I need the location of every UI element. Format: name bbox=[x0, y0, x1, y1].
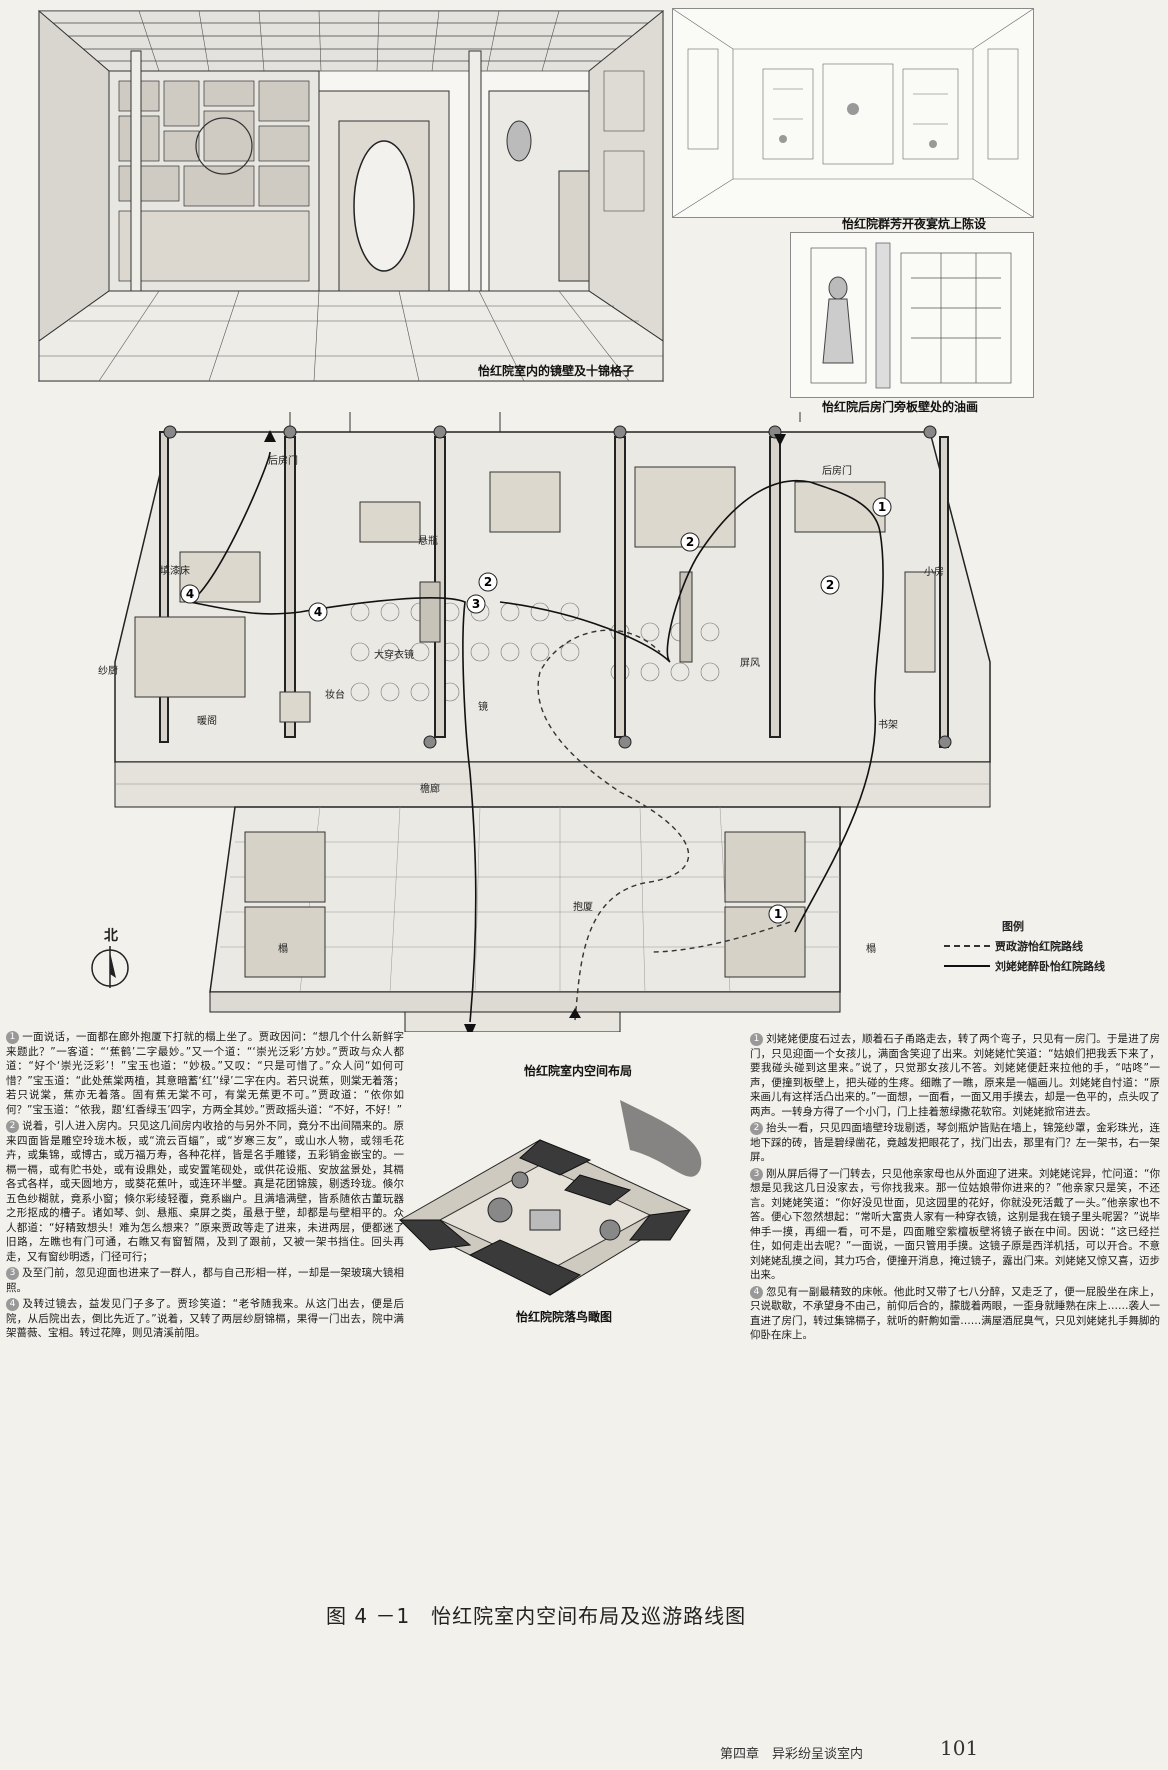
left-marker-2: 2 bbox=[6, 1120, 19, 1133]
label-small-room: 小房 bbox=[924, 567, 944, 578]
legend-title: 图例 bbox=[1002, 920, 1024, 933]
left-marker-3: 3 bbox=[6, 1267, 19, 1280]
label-vestibule: 抱厦 bbox=[573, 902, 593, 913]
label-vase: 悬瓶 bbox=[418, 536, 438, 547]
label-dressing: 妆台 bbox=[325, 690, 345, 701]
label-back-door-left: 后房门 bbox=[268, 456, 298, 467]
north-label: 北 bbox=[104, 928, 118, 944]
label-corridor: 檐廊 bbox=[420, 784, 440, 795]
right-marker-4: 4 bbox=[750, 1285, 763, 1299]
legend-solid-label: 刘姥姥醉卧怡红院路线 bbox=[995, 960, 1105, 973]
legend-dashed-line bbox=[944, 945, 990, 947]
right-marker-2: 2 bbox=[750, 1122, 763, 1135]
label-back-door-right: 后房门 bbox=[822, 466, 852, 477]
label-kang-left: 榻 bbox=[278, 944, 288, 955]
legend-dashed-label: 贾政游怡红院路线 bbox=[995, 940, 1083, 953]
page-number: 101 bbox=[940, 1736, 979, 1760]
label-warm-room: 暖阁 bbox=[197, 716, 217, 727]
svg-text:2: 2 bbox=[484, 575, 492, 589]
svg-text:3: 3 bbox=[472, 597, 480, 611]
oil-painting-illustration bbox=[790, 232, 1034, 398]
svg-text:4: 4 bbox=[186, 587, 194, 601]
label-bookshelf: 书架 bbox=[878, 720, 898, 731]
svg-text:1: 1 bbox=[774, 907, 782, 921]
label-mirror: 镜 bbox=[478, 702, 488, 713]
layout-caption: 怡红院室内空间布局 bbox=[524, 1064, 633, 1078]
left-marker-1: 1 bbox=[6, 1031, 19, 1044]
north-compass bbox=[84, 930, 144, 990]
svg-text:2: 2 bbox=[686, 535, 694, 549]
label-left-wall: 纱厨 bbox=[98, 666, 118, 677]
aerial-view bbox=[380, 1080, 720, 1300]
banquet-illustration bbox=[672, 8, 1034, 218]
footer-chapter: 第四章 异彩纷呈谈室内 bbox=[720, 1747, 864, 1762]
right-marker-1: 1 bbox=[750, 1033, 763, 1046]
mirror-wall-illustration bbox=[38, 10, 664, 382]
floor-plan: 1 2 2 2 3 4 4 1 bbox=[60, 352, 1040, 1038]
left-marker-4: 4 bbox=[6, 1298, 19, 1311]
label-mirror-wardrobe: 大穿衣镜 bbox=[374, 650, 414, 661]
label-screen: 屏风 bbox=[740, 658, 760, 669]
legend-solid-line bbox=[944, 965, 990, 967]
svg-text:4: 4 bbox=[314, 605, 322, 619]
label-kang-right: 榻 bbox=[866, 944, 876, 955]
oil-painting-caption: 怡红院后房门旁板壁处的油画 bbox=[822, 400, 979, 414]
mirror-wall-caption: 怡红院室内的镜壁及十锦格子 bbox=[478, 364, 635, 378]
right-marker-3: 3 bbox=[750, 1167, 763, 1181]
svg-text:1: 1 bbox=[878, 500, 886, 514]
aerial-caption: 怡红院院落鸟瞰图 bbox=[516, 1310, 613, 1324]
label-bed: 填漆床 bbox=[160, 566, 190, 577]
svg-text:2: 2 bbox=[826, 578, 834, 592]
banquet-caption: 怡红院群芳开夜宴炕上陈设 bbox=[842, 217, 987, 231]
figure-title: 图 4 －1 怡红院室内空间布局及巡游路线图 bbox=[326, 1604, 747, 1628]
